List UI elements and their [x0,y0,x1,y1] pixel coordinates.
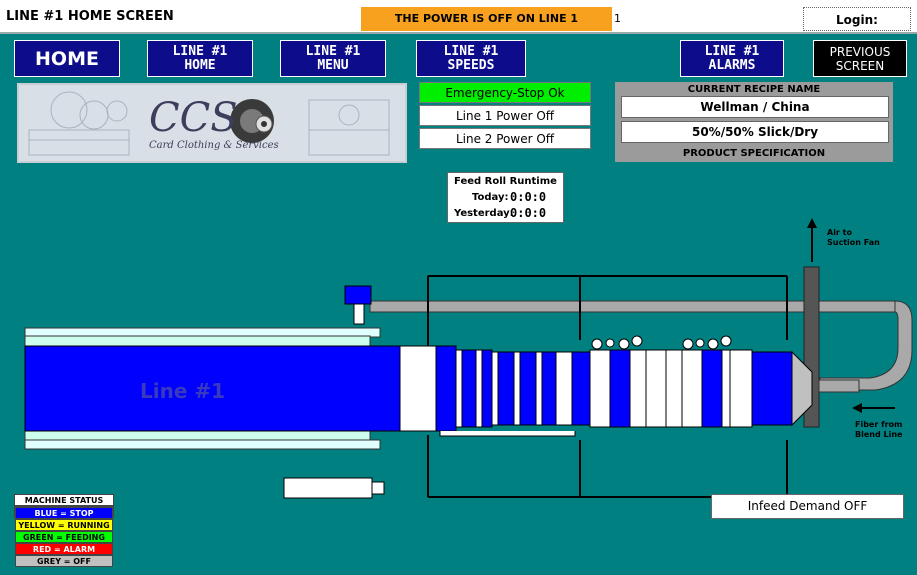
fiber-arrowhead-icon [852,403,862,413]
fiber-label-2: Blend Line [855,430,903,439]
logo-brand: CCS [149,95,238,141]
air-suction-label: Air to Suction Fan [827,228,880,248]
feed-roll-title: Feed Roll Runtime [454,176,557,187]
waste-bin [283,477,373,499]
login-button[interactable]: Login: [803,7,911,31]
power-status-banner: THE POWER IS OFF ON LINE 1 [361,7,612,31]
line-label: Line #1 [140,379,225,403]
legend-item: YELLOW = RUNNING [15,519,113,531]
previous-label-1: PREVIOUS [829,44,891,59]
screen-title: LINE #1 HOME SCREEN [6,9,174,24]
conveyor-top-rail-2 [24,335,371,347]
home-button[interactable]: HOME [14,40,120,77]
ccs-logo: CCS Card Clothing & Services [17,83,407,163]
line-menu-label-1: LINE #1 [305,43,361,59]
line-speeds-label-1: LINE #1 [443,43,499,59]
fan-mount [353,303,365,325]
line-menu-label-2: MENU [317,57,349,73]
waste-bin-cap [371,481,385,495]
product-spec-footer: PRODUCT SPECIFICATION [682,148,826,159]
air-label-1: Air to [827,228,852,237]
machine-frame [427,275,788,498]
conveyor-end [399,345,437,432]
yesterday-label: Yesterday: [454,208,514,219]
line2-power-status: Line 2 Power Off [419,128,591,149]
fiber-blend-label: Fiber from Blend Line [855,420,902,440]
fiber-inlet-pipe [818,379,860,393]
lower-platform [439,431,576,437]
yesterday-value: 0:0:0 [510,206,547,220]
line-conveyor [24,345,401,432]
line-alarms-label-1: LINE #1 [704,43,760,59]
recipe-header: CURRENT RECIPE NAME [687,84,821,95]
legend-item: GREEN = FEEDING [15,531,113,543]
legend-item: GREY = OFF [15,555,113,567]
legend-title: MACHINE STATUS [14,494,114,506]
fan-icon [344,285,372,305]
legend-item: RED = ALARM [15,543,113,555]
emergency-stop-status: Emergency-Stop Ok [419,82,591,103]
today-value: 0:0:0 [510,190,547,204]
recipe-panel: CURRENT RECIPE NAME Wellman / China 50%/… [615,82,893,162]
feeder-sections [435,345,813,432]
legend-item: BLUE = STOP [15,507,113,519]
conveyor-bottom-rail-2 [24,439,381,450]
line-home-label-1: LINE #1 [172,43,228,59]
top-rollers [591,335,732,350]
product-spec-value: 50%/50% Slick/Dry [621,121,889,143]
infeed-demand-status: Infeed Demand OFF [711,494,904,519]
today-label: Today: [472,192,509,203]
logo-tagline: Card Clothing & Services [149,140,279,151]
air-label-2: Suction Fan [827,238,880,247]
line1-power-status: Line 1 Power Off [419,105,591,126]
line-speeds-label-2: SPEEDS [447,57,495,73]
line-alarms-label-2: ALARMS [708,57,756,73]
return-duct [819,300,913,391]
line-home-label-2: HOME [184,57,216,73]
air-arrowhead-icon [807,218,817,228]
feed-roll-runtime-panel: Feed Roll Runtime Today: 0:0:0 Yesterday… [447,172,564,223]
recipe-name: Wellman / China [621,96,889,118]
fiber-label-1: Fiber from [855,420,903,429]
previous-label-2: SCREEN [835,58,885,73]
line-indicator: 1 [614,12,621,25]
title-bar: LINE #1 HOME SCREEN THE POWER IS OFF ON … [0,0,917,34]
machinery-watermark-icon [28,91,390,156]
